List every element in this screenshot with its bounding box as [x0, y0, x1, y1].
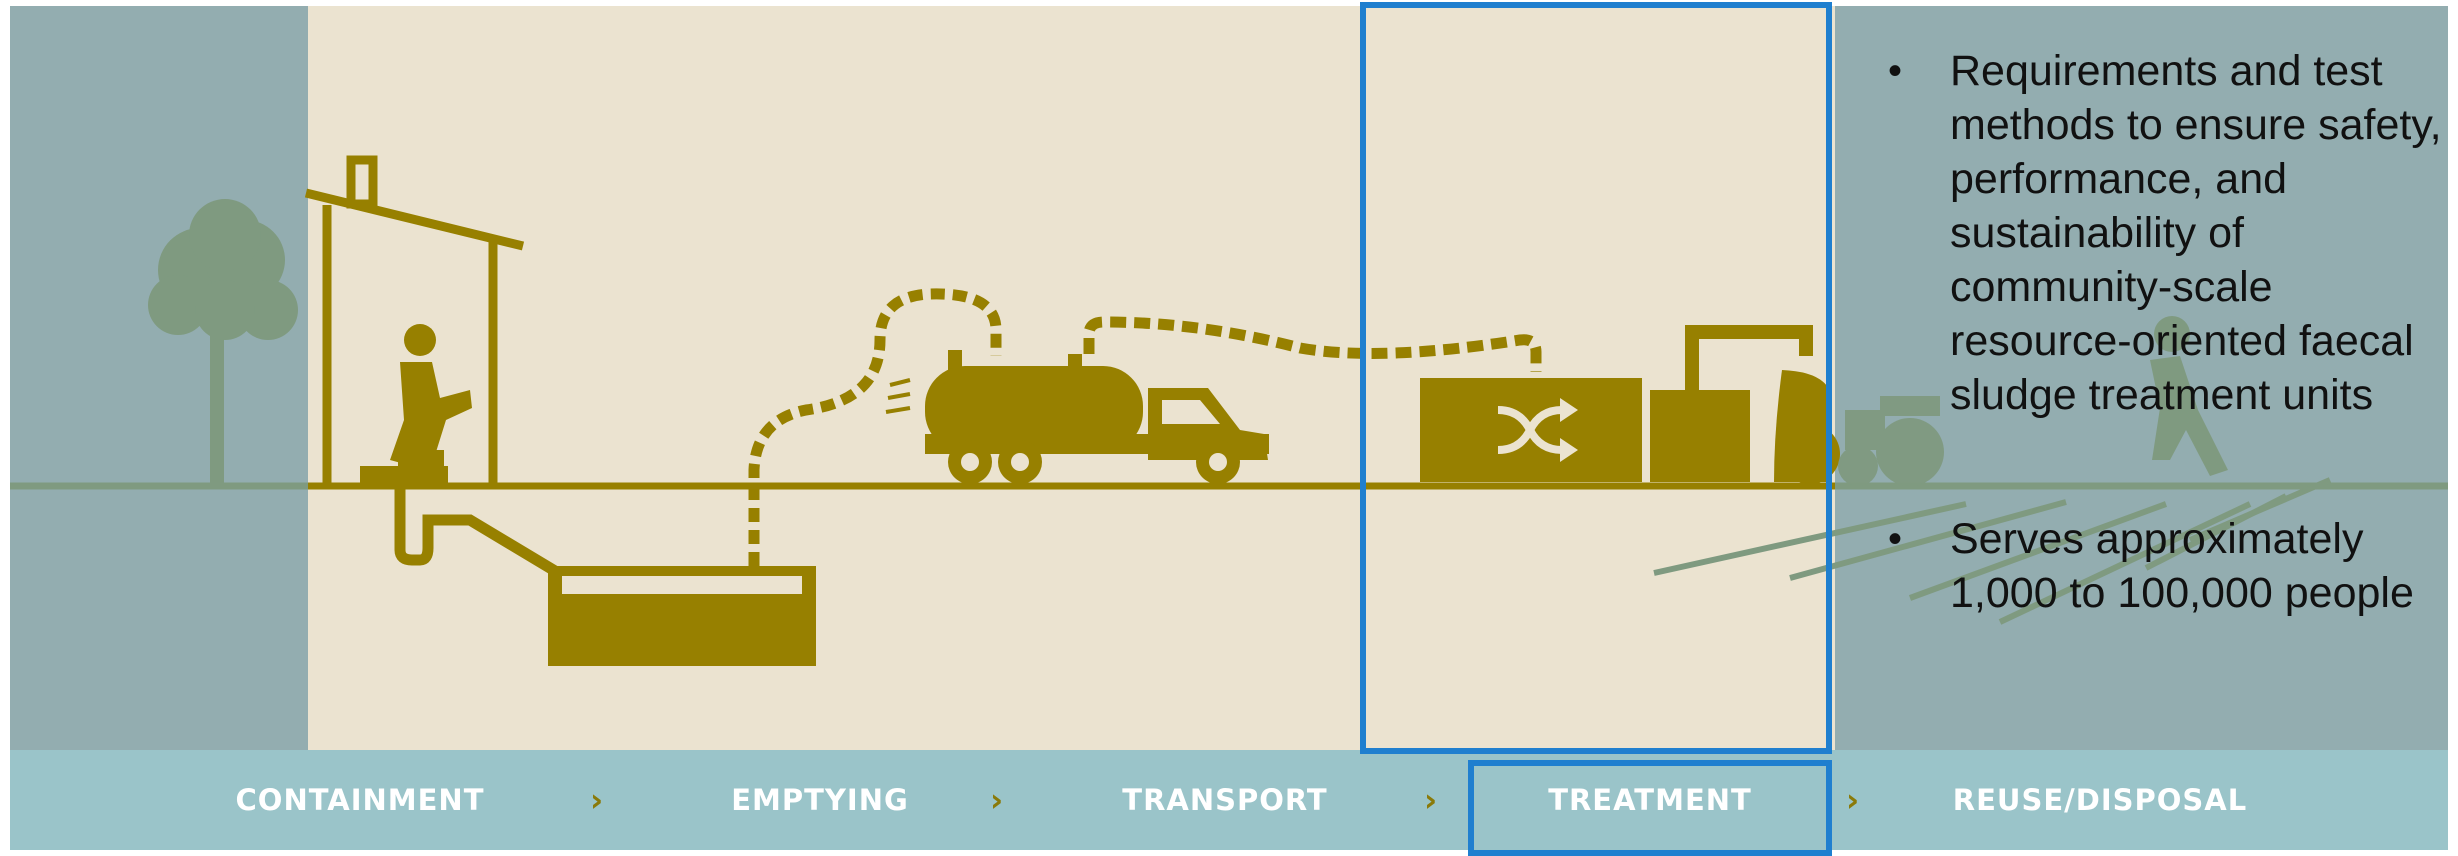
treatment-highlight-box [1360, 2, 1832, 754]
chevron-right-icon: › [990, 750, 1003, 850]
chevron-right-icon: › [590, 750, 603, 850]
description-list: Requirements and test methods to ensure … [1888, 44, 2448, 620]
stage-containment: CONTAINMENT [210, 750, 510, 850]
stage-transport: TRANSPORT [1080, 750, 1370, 850]
bullet-requirements: Requirements and test methods to ensure … [1888, 44, 2448, 422]
bullet-population: Serves approximately 1,000 to 100,000 pe… [1888, 512, 2448, 620]
stage-emptying: EMPTYING [680, 750, 960, 850]
treatment-stage-highlight-box [1468, 760, 1832, 856]
background-left-panel [10, 6, 308, 750]
chevron-right-icon: › [1424, 750, 1437, 850]
chevron-right-icon: › [1846, 750, 1859, 850]
stage-reuse-disposal: REUSE/DISPOSAL [1900, 750, 2300, 850]
